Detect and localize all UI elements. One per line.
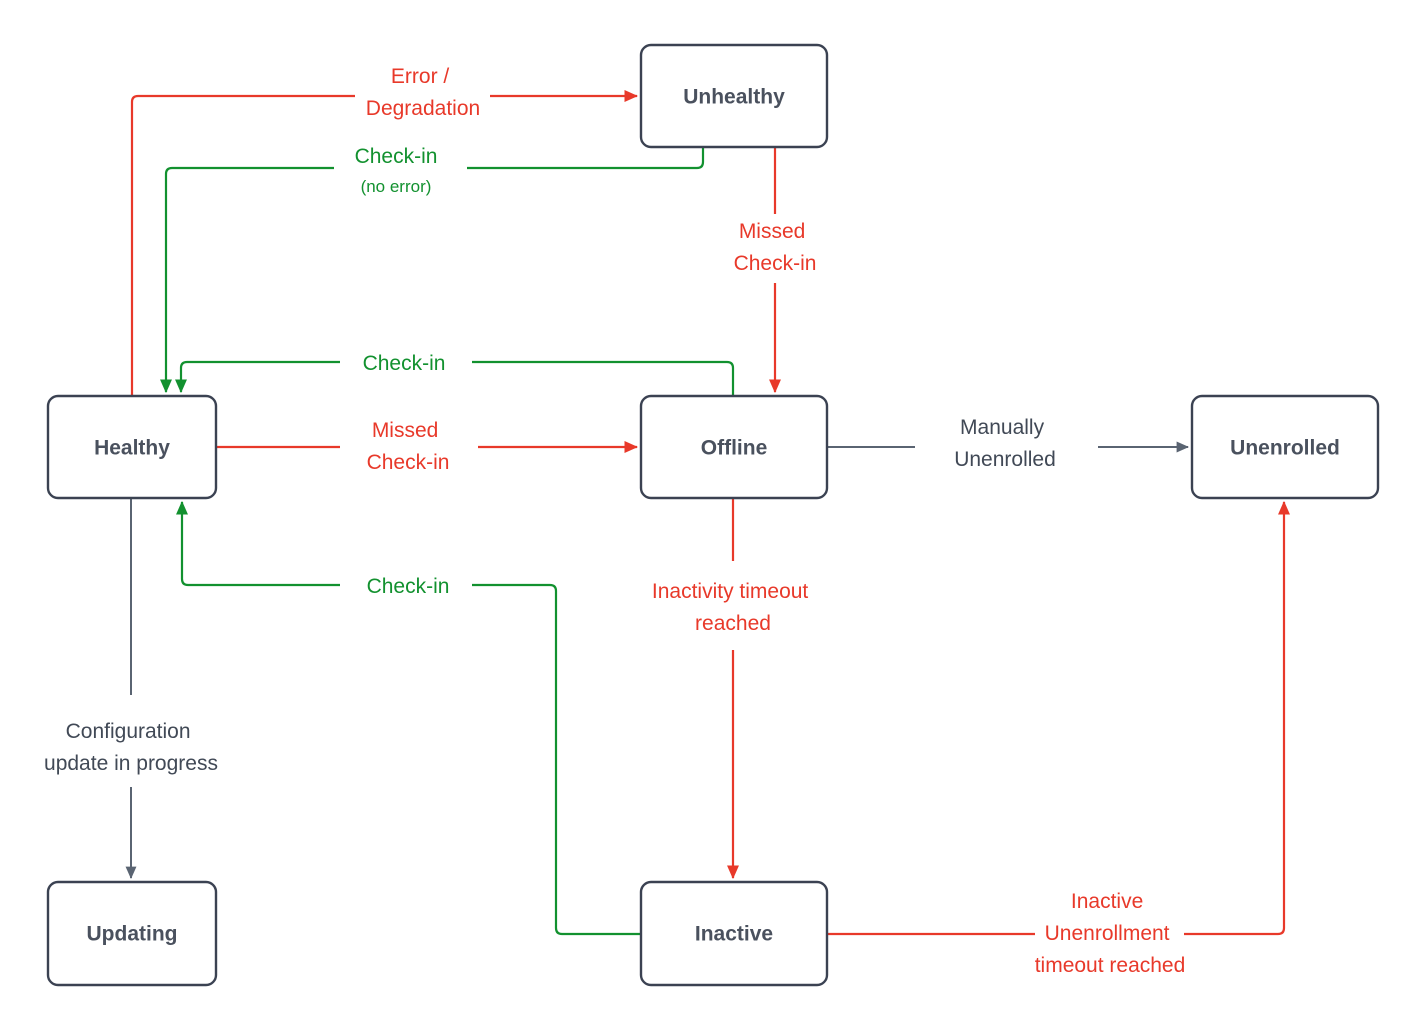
node-unhealthy[interactable]: Unhealthy (639, 43, 829, 149)
node-unenrolled[interactable]: Unenrolled (1190, 394, 1380, 500)
edge-path-unhealthy-to-healthy-b (159, 166, 334, 394)
edge-path-unhealthy-to-healthy-a (467, 147, 705, 170)
edge-label-inactive-to-unenrolled: Inactive Unenrollment timeout reached (1035, 890, 1186, 977)
edge-label-unhealthy-to-healthy-sub: (no error) (361, 177, 432, 196)
node-offline-box[interactable] (639, 394, 829, 500)
node-healthy-box[interactable] (46, 394, 218, 500)
edge-label-line: Configuration (66, 720, 191, 743)
node-offline-label: Offline (701, 437, 768, 460)
edge-path-offline-to-healthy-a (472, 360, 735, 396)
edge-label-offline-to-healthy: Check-in (363, 352, 446, 375)
edge-label-line: Inactive (1071, 890, 1143, 913)
edge-label-healthy-to-unhealthy: Error / Degradation (366, 65, 480, 120)
edge-label-line: Unenrolled (954, 448, 1056, 471)
node-healthy-label: Healthy (94, 437, 170, 460)
edge-inactive-to-unenrolled: Inactive Unenrollment timeout reached (827, 500, 1291, 977)
edge-healthy-to-offline: Missed Check-in (216, 419, 639, 474)
edge-label-line: Unenrollment (1045, 922, 1170, 945)
edge-inactive-to-healthy: Check-in (175, 500, 641, 936)
edge-path-healthy-to-unhealthy (130, 94, 355, 396)
edge-label-line: Check-in (367, 451, 450, 474)
edge-path-offline-to-healthy-b (174, 360, 340, 394)
edge-label-line: reached (695, 612, 771, 635)
node-inactive-label: Inactive (695, 923, 773, 946)
edge-label-healthy-to-updating: Configuration update in progress (44, 720, 218, 775)
edge-label-line: Inactivity timeout (652, 580, 809, 603)
edge-label-inactive-to-healthy: Check-in (367, 575, 450, 598)
edge-label-line: update in progress (44, 752, 218, 775)
edge-label-line: Missed (372, 419, 439, 442)
node-unhealthy-label: Unhealthy (683, 86, 785, 109)
node-updating-label: Updating (87, 923, 178, 946)
edge-label-line: Missed (739, 220, 806, 243)
edge-label-offline-to-unenrolled: Manually Unenrolled (954, 416, 1056, 471)
node-inactive-box[interactable] (639, 880, 829, 987)
node-updating-box[interactable] (46, 880, 218, 987)
edge-label-unhealthy-to-offline: Missed Check-in (734, 220, 817, 275)
node-healthy[interactable]: Healthy (46, 394, 218, 500)
node-inactive[interactable]: Inactive (639, 880, 829, 987)
node-unenrolled-box[interactable] (1190, 394, 1380, 500)
edge-label-line: Error / (391, 65, 450, 88)
edge-label-line: timeout reached (1035, 954, 1186, 977)
edge-label-line: Check-in (734, 252, 817, 275)
edge-healthy-to-unhealthy: Error / Degradation (130, 65, 639, 396)
edge-path-inactive-to-healthy-b (175, 500, 340, 587)
edge-label-offline-to-inactive: Inactivity timeout reached (652, 580, 814, 635)
edge-healthy-to-updating: Configuration update in progress (44, 498, 218, 879)
edge-unhealthy-to-offline: Missed Check-in (734, 147, 817, 394)
edge-unhealthy-to-healthy: Check-in (no error) (159, 145, 705, 394)
edge-offline-to-inactive: Inactivity timeout reached (652, 498, 814, 880)
edge-path-inactive-to-unenrolled-b (1184, 500, 1291, 936)
edge-label-line: Degradation (366, 97, 480, 120)
node-updating[interactable]: Updating (46, 880, 218, 987)
node-unenrolled-label: Unenrolled (1230, 437, 1340, 460)
node-unhealthy-box[interactable] (639, 43, 829, 149)
edge-label-line: Manually (960, 416, 1045, 439)
edge-label-healthy-to-offline: Missed Check-in (367, 419, 450, 474)
edge-path-inactive-to-healthy-a (472, 583, 641, 936)
edge-offline-to-unenrolled: Manually Unenrolled (827, 416, 1189, 471)
edge-label-unhealthy-to-healthy: Check-in (355, 145, 438, 168)
edge-offline-to-healthy: Check-in (174, 352, 735, 396)
node-offline[interactable]: Offline (639, 394, 829, 500)
